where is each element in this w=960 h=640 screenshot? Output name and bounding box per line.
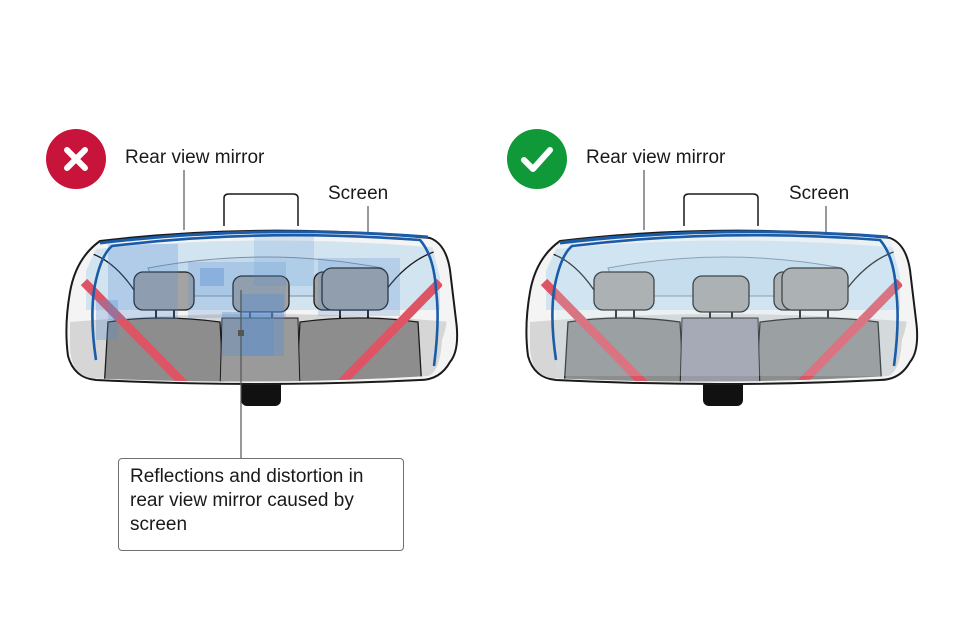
screen-reflections bbox=[96, 230, 400, 356]
bad-screen-label: Screen bbox=[328, 183, 389, 204]
callout-text: Reflections and distortion in rear view … bbox=[130, 466, 364, 535]
screen-edge bbox=[551, 233, 899, 367]
check-icon bbox=[521, 147, 553, 172]
seat-belt bbox=[80, 278, 188, 382]
mirror-mount bbox=[223, 193, 299, 226]
mirror-mount bbox=[683, 193, 759, 226]
bad-mirror-label: Rear view mirror bbox=[125, 147, 265, 168]
bad-badge bbox=[46, 129, 106, 189]
headrest bbox=[133, 271, 195, 311]
seat-belt bbox=[540, 278, 648, 382]
screen-edge bbox=[91, 233, 439, 367]
reflection-callout: Reflections and distortion in rear view … bbox=[118, 458, 404, 551]
mirror-bottom-tab bbox=[241, 378, 281, 406]
cross-icon bbox=[64, 147, 88, 171]
headrest bbox=[692, 275, 750, 313]
good-mirror-label: Rear view mirror bbox=[586, 147, 726, 168]
seat-belt bbox=[796, 278, 904, 382]
good-badge bbox=[507, 129, 567, 189]
mirror-bottom-tab bbox=[703, 378, 743, 406]
headrest bbox=[593, 271, 655, 311]
headrest bbox=[232, 275, 290, 313]
seat-belt bbox=[336, 278, 444, 382]
good-screen-label: Screen bbox=[789, 183, 850, 204]
